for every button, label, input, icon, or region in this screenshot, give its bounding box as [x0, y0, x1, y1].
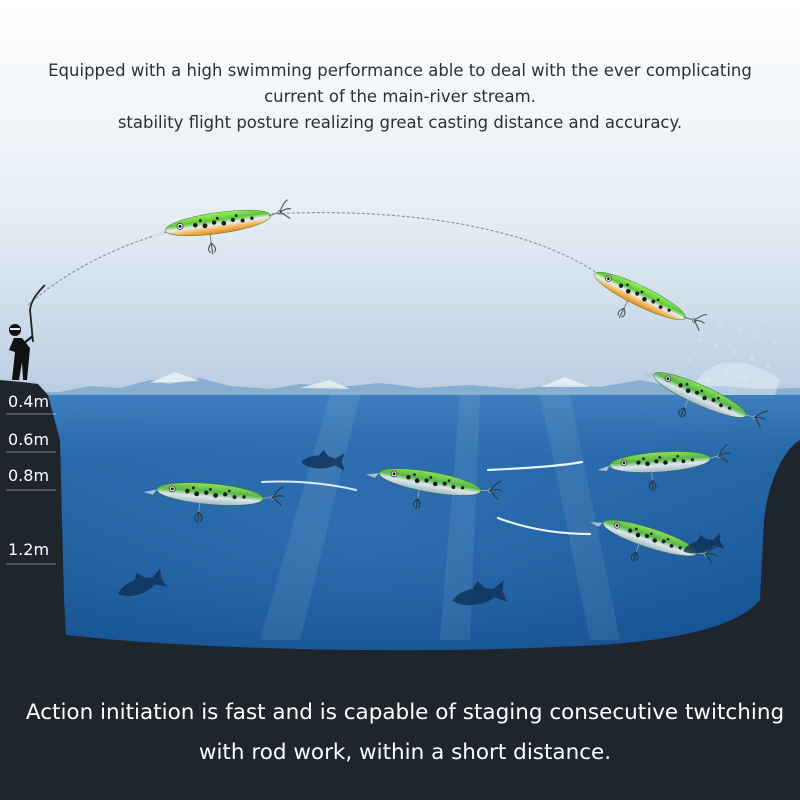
bottom-caption-line-1: Action initiation is fast and is capable…	[25, 700, 785, 725]
sky	[0, 0, 800, 400]
depth-label-1-2m: 1.2m	[8, 540, 50, 559]
angler-icon	[9, 284, 46, 380]
bottom-caption-line-2: with rod work, within a short distance.	[198, 740, 612, 765]
depth-label-0-4m: 0.4m	[8, 392, 50, 411]
splash	[688, 304, 780, 395]
depth-label-0-8m: 0.8m	[8, 466, 50, 485]
horizon-waves	[0, 378, 800, 400]
bank-ledge	[0, 380, 48, 395]
bottom-caption: Action initiation is fast and is capable…	[0, 693, 800, 773]
light-rays	[260, 395, 620, 640]
top-caption-line-3: stability flight posture realizing great…	[117, 113, 683, 132]
top-caption-line-2: current of the main-river stream.	[264, 87, 536, 106]
top-caption-line-1: Equipped with a high swimming performanc…	[48, 61, 752, 80]
top-caption: Equipped with a high swimming performanc…	[0, 58, 800, 136]
motion-streaks	[261, 460, 592, 536]
depth-scale	[6, 413, 56, 565]
riverbed-cliff	[0, 395, 800, 800]
depth-label-0-6m: 0.6m	[8, 430, 50, 449]
